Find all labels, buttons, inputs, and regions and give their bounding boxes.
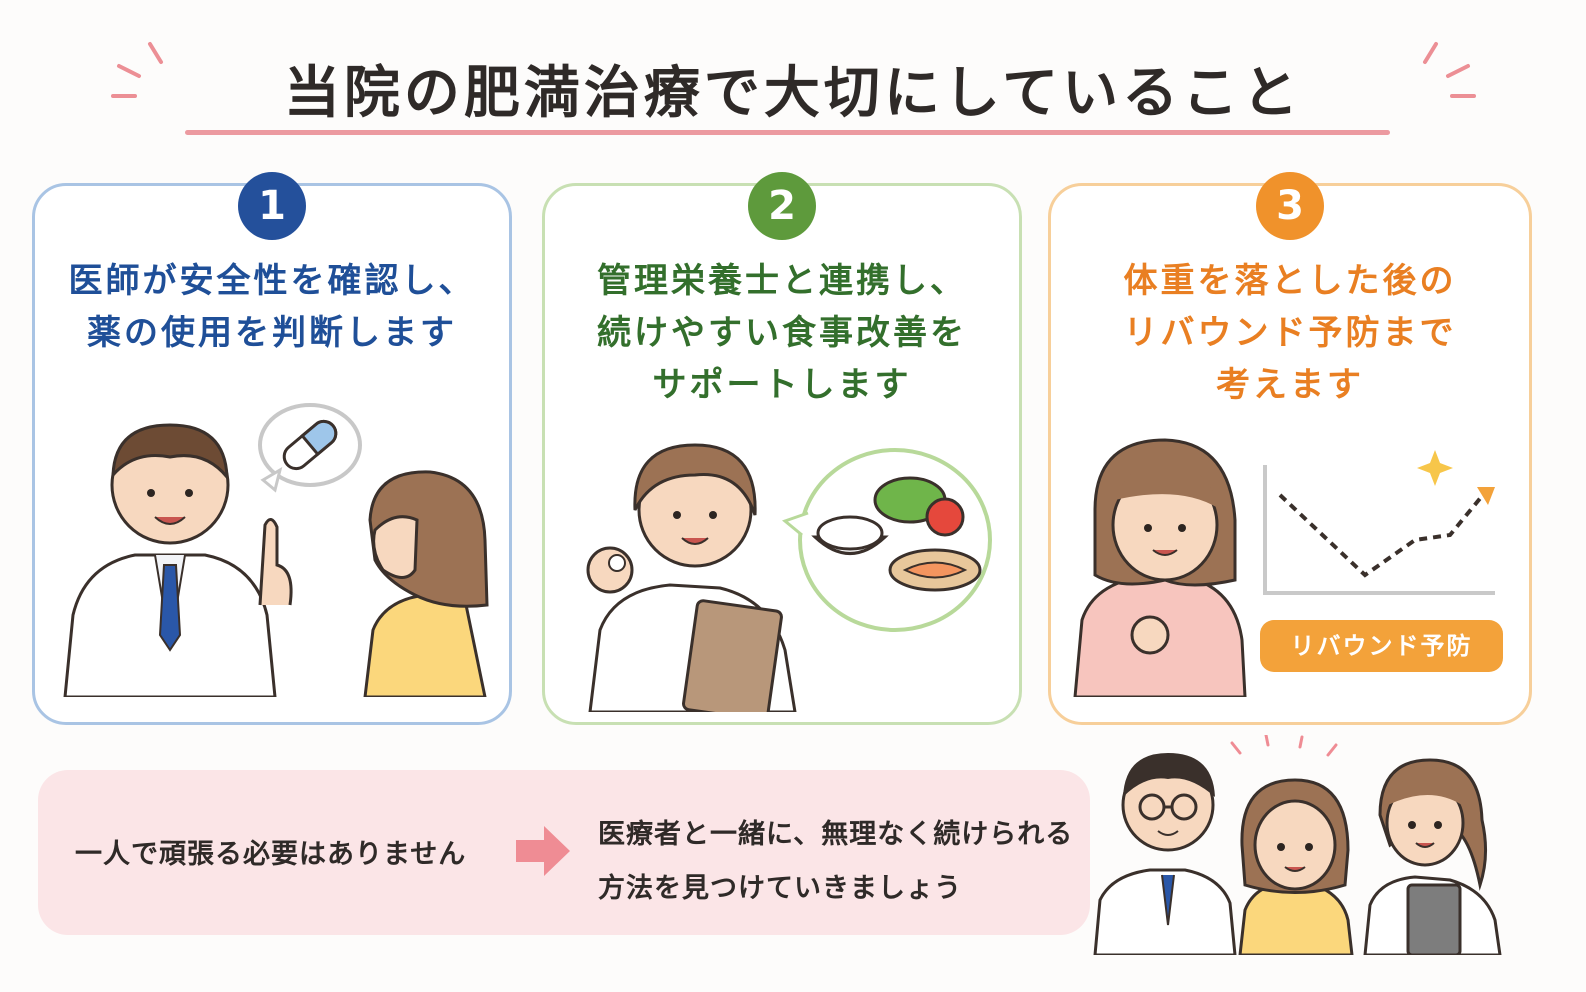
card-2-line-3: サポートします (652, 365, 912, 405)
rebound-prevention-badge: リバウンド予防 (1260, 620, 1503, 672)
meal-icon (781, 448, 992, 632)
bottom-right-text: 医療者と一緒に、無理なく続けられる 方法を見つけていきましょう (598, 808, 1073, 916)
card-number-3: 3 (1256, 172, 1324, 240)
patient-illustration-3 (1073, 438, 1247, 697)
card-1-text: 医師が安全性を確認し、 薬の使用を判断します (32, 255, 512, 359)
card-3-line-2: リバウンド予防まで (1123, 313, 1457, 353)
bottom-right-line-2: 方法を見つけていきましょう (598, 873, 962, 904)
bottom-left-text: 一人で頑張る必要はありません (75, 839, 467, 870)
arrow-right-icon (516, 826, 570, 876)
doctor-illustration (63, 423, 293, 697)
card-2-text: 管理栄養士と連携し、 続けやすい食事改善を サポートします (542, 255, 1022, 411)
card-1-line-1: 医師が安全性を確認し、 (68, 261, 476, 301)
card-3-line-1: 体重を落とした後の (1123, 261, 1457, 301)
card-1-line-2: 薬の使用を判断します (87, 313, 457, 353)
card-number-1: 1 (238, 172, 306, 240)
card-2-line-1: 管理栄養士と連携し、 (597, 261, 967, 301)
title-underline (185, 130, 1390, 135)
card-3-line-3: 考えます (1216, 365, 1364, 405)
accent-strokes-right-icon (1423, 42, 1476, 98)
pill-capsule-icon (258, 403, 362, 493)
page-title: 当院の肥満治療で大切にしていること (283, 61, 1303, 126)
bottom-right-line-1: 医療者と一緒に、無理なく続けられる (598, 819, 1074, 850)
patient-illustration (363, 470, 489, 697)
accent-strokes-left-icon (111, 42, 163, 98)
card-number-2: 2 (748, 172, 816, 240)
card-2-line-2: 続けやすい食事改善を (597, 313, 967, 353)
weight-graph-icon (1263, 450, 1495, 595)
dietitian-illustration (586, 443, 797, 712)
medical-team-illustration (1093, 735, 1502, 955)
card-3-text: 体重を落とした後の リバウンド予防まで 考えます (1048, 255, 1532, 411)
